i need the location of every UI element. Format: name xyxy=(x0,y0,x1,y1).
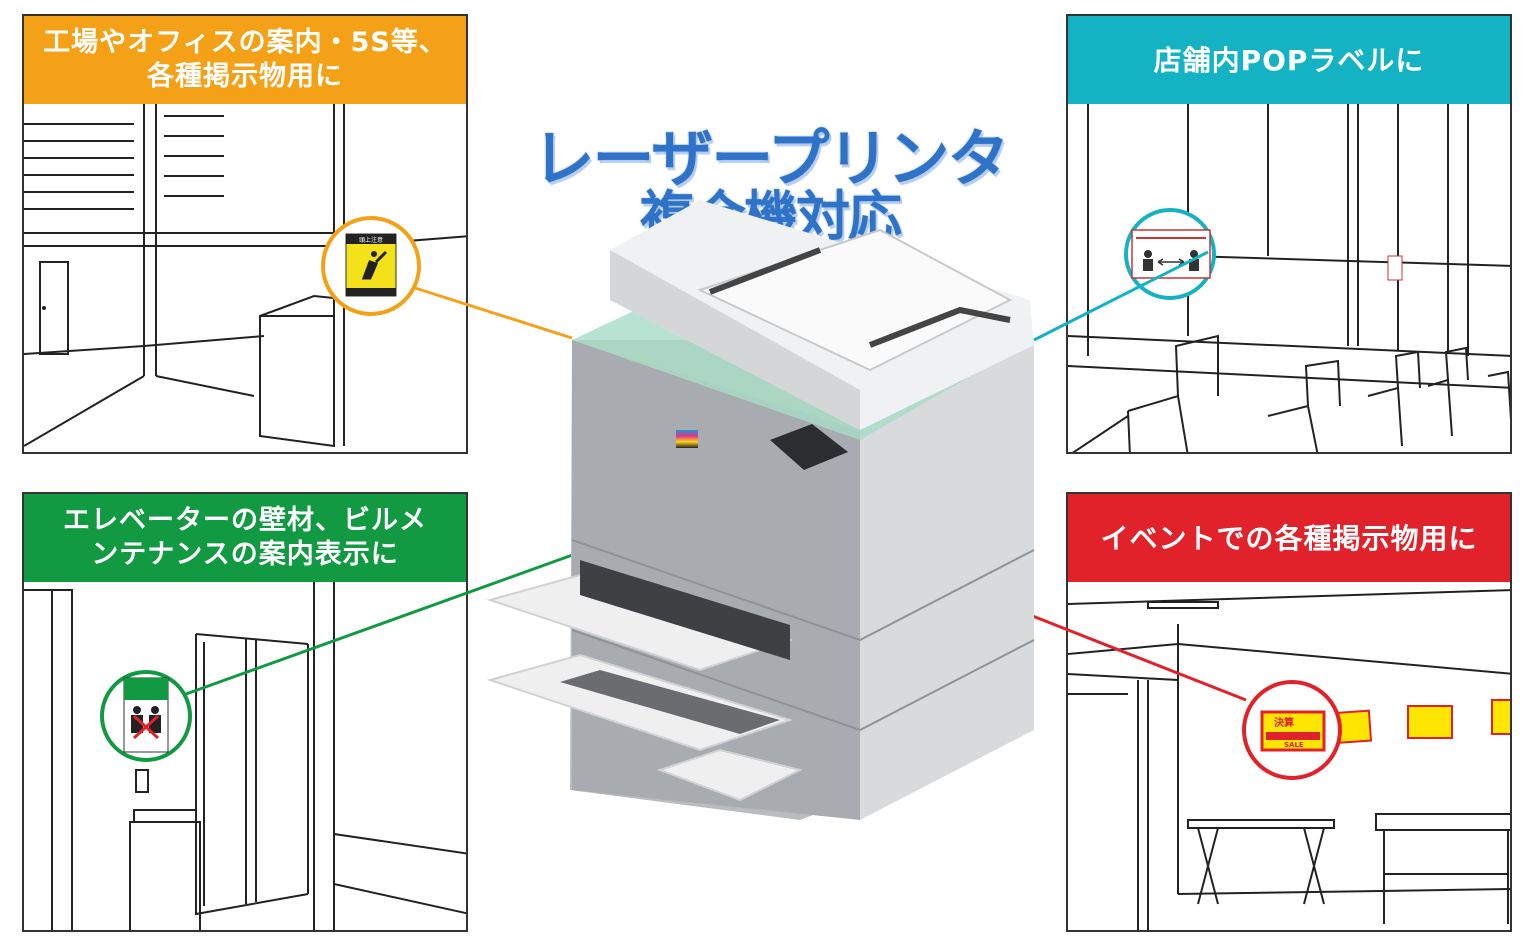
caution-sign-text: 頭上注意 xyxy=(359,236,383,244)
panel-elevator: エレベーターの壁材、ビルメ ンテナンスの案内表示に xyxy=(22,492,468,932)
sale-poster-title: 決算 xyxy=(1274,716,1294,729)
title-line-2: 複合機対応 xyxy=(639,184,903,249)
elevator-notice-icon xyxy=(123,677,169,753)
social-distance-pop-icon xyxy=(1131,229,1211,279)
panel-store-pop: 店舗内POPラベルに xyxy=(1066,14,1512,454)
factory-scene-illustration: 頭上注意 xyxy=(24,104,466,448)
sale-poster-sub: SALE xyxy=(1284,741,1304,749)
panel-factory-office: 頭上注意 工場やオフィスの案内・5S等、 各種掲示物用に xyxy=(22,14,468,454)
caution-sign-icon xyxy=(345,233,397,297)
elevator-scene-illustration xyxy=(24,582,466,930)
panel-header-elevator: エレベーターの壁材、ビルメ ンテナンスの案内表示に xyxy=(24,494,466,582)
panel-event: 決算 SALE イベントでの各種掲示物用に xyxy=(1066,492,1512,932)
panel-header-event: イベントでの各種掲示物用に xyxy=(1068,494,1510,582)
laser-printer-illustration xyxy=(486,200,1035,820)
sale-poster-callout: 決算 SALE xyxy=(1260,710,1326,752)
panel-header-store-pop: 店舗内POPラベルに xyxy=(1068,16,1510,104)
panel-header-factory-office: 工場やオフィスの案内・5S等、 各種掲示物用に xyxy=(24,16,466,104)
sale-poster-icon xyxy=(1327,699,1510,745)
